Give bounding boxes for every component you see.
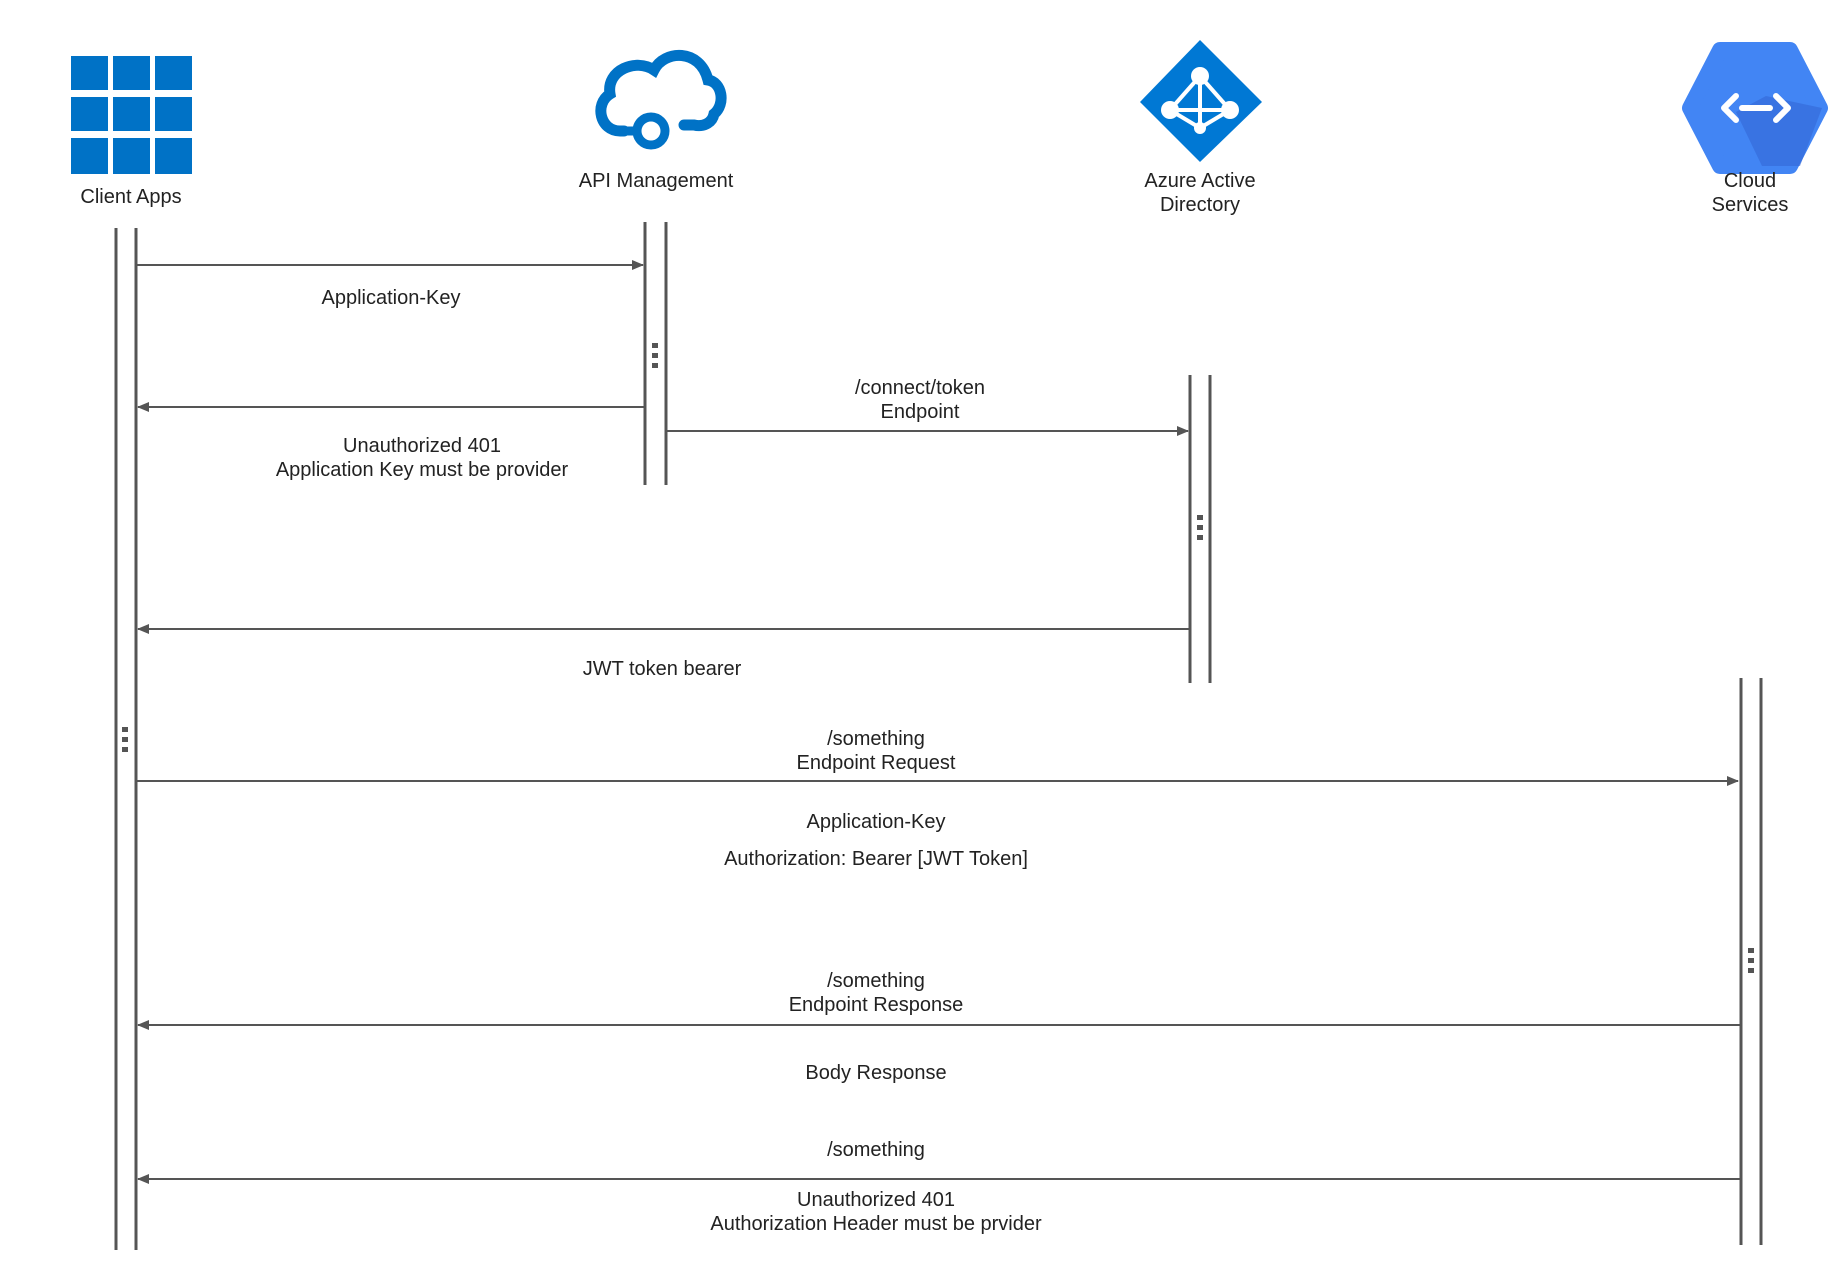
participant-label-cloud-services-line1: Cloud xyxy=(1724,170,1776,192)
message-connect-token: /connect/token Endpoint xyxy=(667,377,1189,436)
message-label: JWT token bearer xyxy=(583,658,742,680)
active-directory-icon xyxy=(1140,40,1262,162)
participant-label-api-management: API Management xyxy=(579,170,734,192)
message-endpoint-request: /something Endpoint Request Application-… xyxy=(137,728,1739,870)
message-label-line2: Endpoint Response xyxy=(789,994,964,1016)
message-label-line1: /connect/token xyxy=(855,377,985,399)
cloud-api-icon xyxy=(595,50,727,150)
participant-label-azure-ad-line2: Directory xyxy=(1160,194,1240,216)
message-label: /something xyxy=(827,1139,925,1161)
participant-label-client-apps: Client Apps xyxy=(80,186,181,208)
continuation-dots xyxy=(652,343,658,368)
message-label-line2: Application Key must be provider xyxy=(276,459,569,481)
cloud-endpoints-icon xyxy=(1682,42,1828,174)
message-jwt-token-bearer: JWT token bearer xyxy=(137,624,1189,680)
message-label: Application-Key xyxy=(322,287,461,309)
message-note-line2: Authorization Header must be prvider xyxy=(710,1213,1042,1235)
continuation-dots xyxy=(1197,515,1203,540)
message-label-line2: Endpoint xyxy=(881,401,960,423)
message-endpoint-response: /something Endpoint Response Body Respon… xyxy=(137,970,1740,1084)
message-application-key: Application-Key xyxy=(137,260,644,309)
message-label-line1: Unauthorized 401 xyxy=(343,435,501,457)
continuation-dots xyxy=(122,727,128,752)
message-label-line1: /something xyxy=(827,728,925,750)
participant-label-cloud-services-line2: Services xyxy=(1712,194,1789,216)
message-unauthorized-authorization-header: /something Unauthorized 401 Authorizatio… xyxy=(137,1139,1740,1235)
message-note-body-response: Body Response xyxy=(805,1062,946,1084)
participant-client-apps: Client Apps xyxy=(71,56,192,1250)
participant-cloud-services: Cloud Services xyxy=(1682,42,1828,1245)
participant-api-management: API Management xyxy=(579,50,734,485)
message-label-line2: Endpoint Request xyxy=(796,752,955,774)
participant-azure-active-directory: Azure Active Directory xyxy=(1140,40,1262,683)
message-note-authorization: Authorization: Bearer [JWT Token] xyxy=(724,848,1028,870)
message-label-line1: /something xyxy=(827,970,925,992)
continuation-dots xyxy=(1748,948,1754,973)
grid-icon xyxy=(71,56,192,174)
message-unauthorized-application-key: Unauthorized 401 Application Key must be… xyxy=(137,402,644,481)
participant-label-azure-ad-line1: Azure Active xyxy=(1144,170,1255,192)
message-note-application-key: Application-Key xyxy=(807,811,946,833)
message-note-line1: Unauthorized 401 xyxy=(797,1189,955,1211)
